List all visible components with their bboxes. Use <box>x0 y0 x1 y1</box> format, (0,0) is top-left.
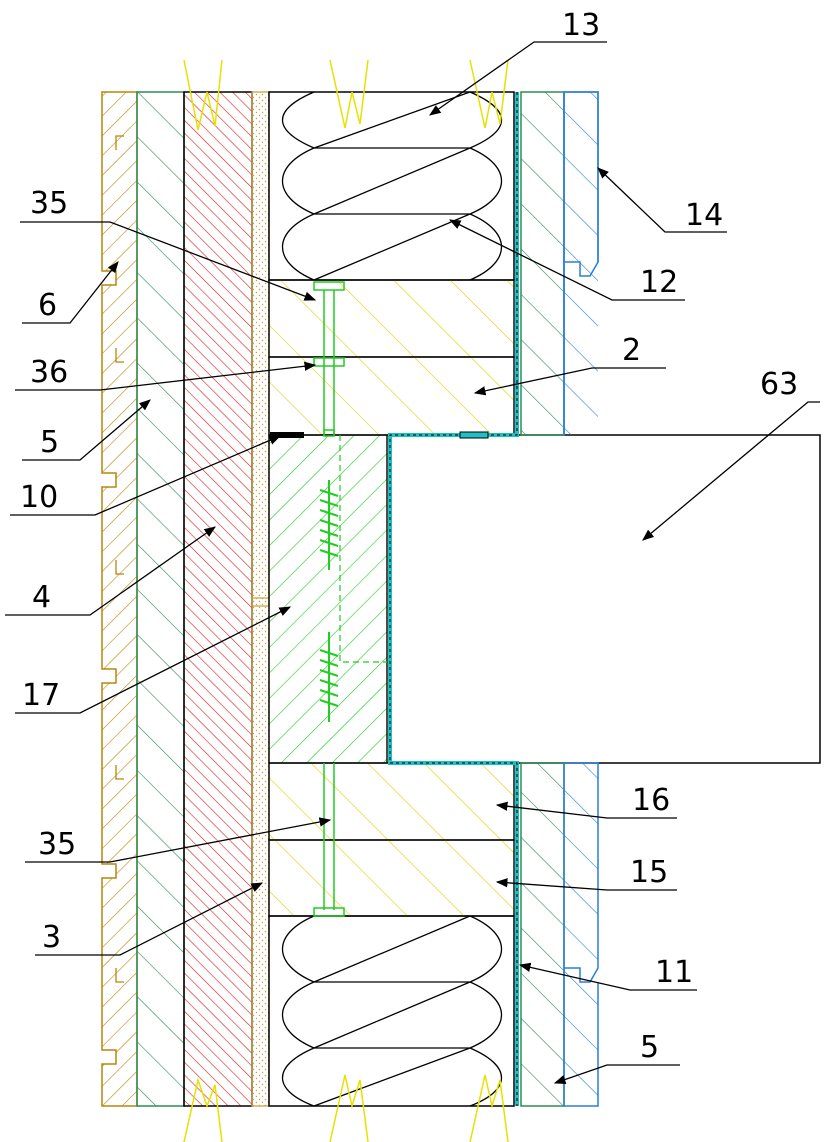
callout-10: 10 <box>20 480 58 515</box>
anchor-bolt-bottom <box>313 763 345 917</box>
anchor-bolt-top <box>313 281 345 437</box>
left-board-layer <box>136 91 185 1107</box>
callout-6: 6 <box>38 288 57 323</box>
right-board-bottom <box>520 762 599 1107</box>
sealing-strip <box>270 432 304 438</box>
wood-screws <box>319 480 339 722</box>
callout-17: 17 <box>22 678 60 713</box>
callout-14: 14 <box>685 198 723 233</box>
plaster-layer <box>251 91 270 1107</box>
siding-layer <box>101 91 138 1107</box>
callout-15: 15 <box>630 855 668 890</box>
insulation-top <box>268 91 515 281</box>
right-board-top <box>520 91 599 436</box>
callout-2: 2 <box>622 333 641 368</box>
callout-36: 36 <box>30 355 68 390</box>
callout-35-bottom: 35 <box>38 827 76 862</box>
lower-yellow-blocks <box>268 762 515 917</box>
callout-11: 11 <box>655 955 693 990</box>
break-lines <box>183 59 509 1142</box>
masonry-layer <box>183 91 253 1107</box>
callout-4: 4 <box>32 580 51 615</box>
callout-3: 3 <box>42 920 61 955</box>
upper-yellow-blocks <box>268 279 515 436</box>
callout-13: 13 <box>562 8 600 43</box>
seal-tape <box>459 431 489 439</box>
callout-16: 16 <box>632 783 670 818</box>
callout-5-right: 5 <box>640 1030 659 1065</box>
membrane-line <box>388 92 519 1106</box>
callout-63: 63 <box>760 367 798 402</box>
callout-labels: 13 14 12 35 6 36 2 63 5 10 4 17 16 35 15… <box>20 8 798 1065</box>
callout-35-top: 35 <box>30 186 68 221</box>
callout-12: 12 <box>640 265 678 300</box>
insulation-bottom <box>268 915 515 1107</box>
leader-lines <box>5 41 820 1084</box>
opening-element <box>389 434 821 764</box>
callout-5-left: 5 <box>40 425 59 460</box>
